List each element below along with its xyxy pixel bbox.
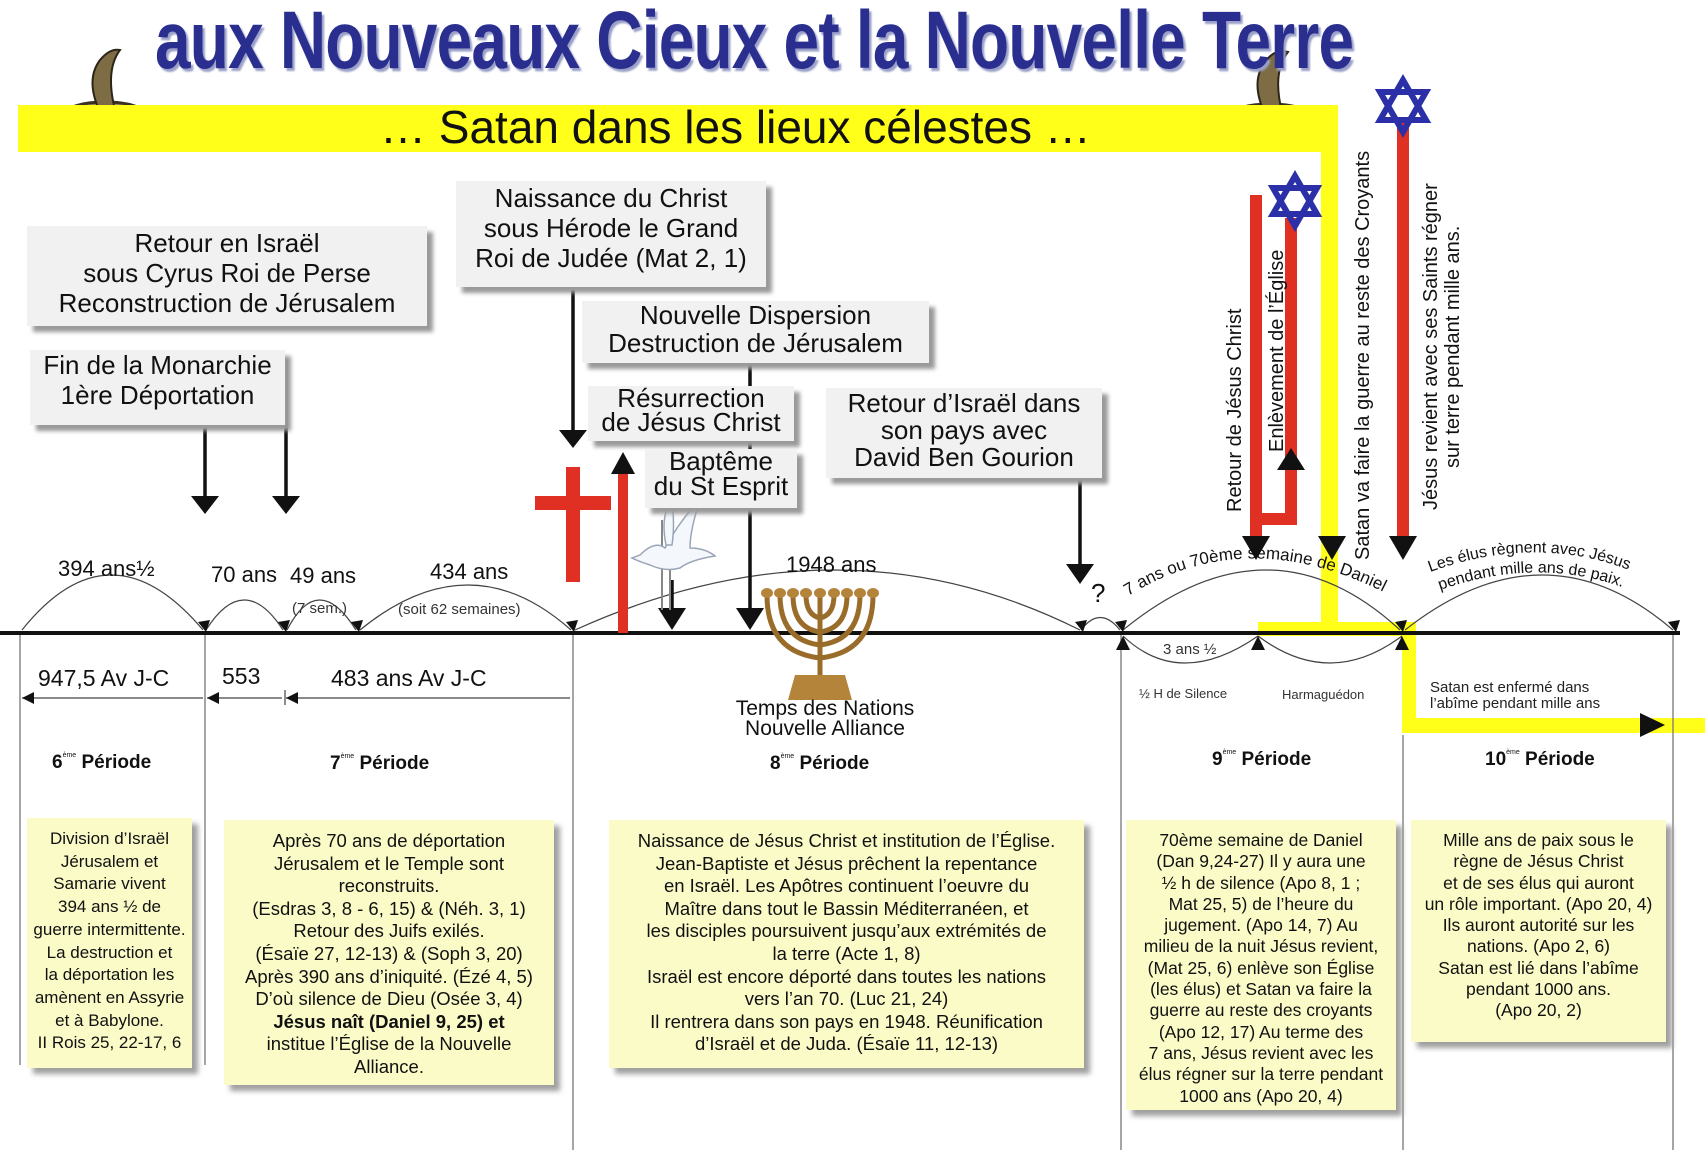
note-period-9: 70ème semaine de Daniel(Dan 9,24-27) Il … <box>1126 820 1396 1110</box>
span-434-sub: (soit 62 semaines) <box>398 601 521 618</box>
abyss-arrow-head <box>1640 713 1665 737</box>
page-title: aux Nouveaux Cieux et la Nouvelle Terre <box>155 0 1353 88</box>
question-mark: ? <box>1091 578 1105 609</box>
span-434: 434 ans <box>430 559 508 585</box>
period-9: 9ème Période <box>1212 749 1311 771</box>
label-jesus-revient-1: Jésus revient avec ses Saints régner <box>1420 183 1443 510</box>
menorah-icon <box>767 595 873 680</box>
date-553: 553 <box>222 663 260 690</box>
period-7: 7ème Période <box>330 753 429 775</box>
label-enlevement: Enlèvement de l’Église <box>1266 250 1289 452</box>
label-jesus-revient-2: sur terre pendant mille ans. <box>1442 226 1465 468</box>
date-483: 483 ans Av J-C <box>331 665 487 692</box>
satan-banner-text: … Satan dans les lieux célestes … <box>380 100 1091 154</box>
label-demi-heure-silence: ½ H de Silence <box>1139 686 1227 701</box>
satan-band-drop <box>1402 622 1416 732</box>
span-trois-ans: 3 ans ½ <box>1163 641 1216 658</box>
span-49-sub: (7 sem.) <box>292 600 347 617</box>
span-70: 70 ans <box>211 562 277 588</box>
daniel-label: 7 ans ou 70ème semaine de Daniel <box>1120 543 1389 599</box>
label-harmaguedon: Harmaguédon <box>1282 687 1364 702</box>
cross-icon <box>535 467 611 582</box>
period-10: 10ème Période <box>1485 749 1595 771</box>
label-retour-jesus: Retour de Jésus Christ <box>1224 309 1247 512</box>
resurrection-bar <box>618 468 628 633</box>
dove-icon <box>632 500 715 569</box>
label-satan-guerre: Satan va faire la guerre au reste des Cr… <box>1352 151 1375 560</box>
date-947: 947,5 Av J-C <box>38 665 169 692</box>
band-corner <box>1321 105 1338 152</box>
resurrection-arrowhead <box>611 452 635 474</box>
note-period-8: Naissance de Jésus Christ et institution… <box>609 820 1084 1068</box>
period-6: 6ème Période <box>52 752 151 774</box>
span-394: 394 ans½ <box>58 556 155 582</box>
period-8: 8ème Période <box>770 753 869 775</box>
span-49: 49 ans <box>290 563 356 589</box>
span-1948: 1948 ans <box>786 552 877 578</box>
